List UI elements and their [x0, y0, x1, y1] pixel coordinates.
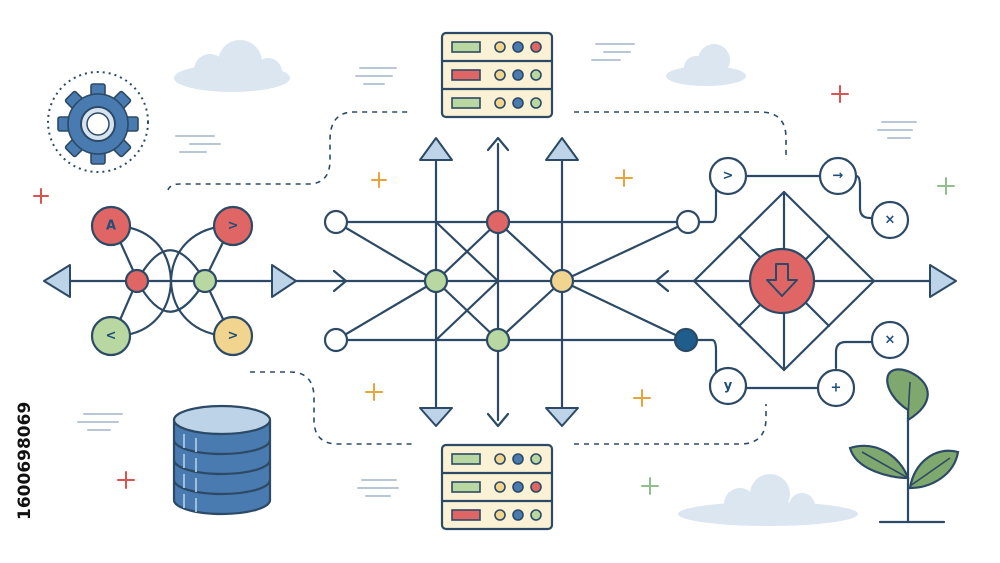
left-node-forward-2: >	[212, 315, 254, 357]
node-label: ×	[885, 213, 896, 228]
left-node-back: <	[90, 315, 132, 357]
right-node-y: y	[708, 366, 748, 406]
node-label: +	[831, 381, 842, 396]
watermark-id-text: 1600698069	[15, 402, 35, 520]
right-node-plus: +	[816, 368, 856, 408]
cloud-top-left	[174, 40, 290, 92]
download-icon	[748, 247, 816, 315]
node-label: y	[724, 379, 733, 394]
node-label: >	[228, 329, 239, 344]
dashed-connectors	[167, 111, 787, 445]
right-node-arrow: →	[818, 156, 858, 196]
node-label: A	[106, 219, 116, 234]
node-outline-left-top	[323, 209, 349, 235]
left-node-forward: >	[212, 205, 254, 247]
plus-signs	[33, 85, 955, 495]
node-outline-right-top	[675, 209, 701, 235]
node-green-center-left	[423, 268, 449, 294]
left-hub-green	[192, 268, 218, 294]
gear-icon	[47, 71, 149, 173]
watermark-id: 1600698069	[15, 402, 35, 520]
node-outline-left-bottom	[323, 327, 349, 353]
node-label: >	[723, 169, 734, 184]
node-yellow-center-right	[549, 268, 575, 294]
node-label: ×	[885, 333, 896, 348]
node-red-center-top	[485, 209, 511, 235]
node-green-center-bottom	[485, 327, 511, 353]
decorative-dashes	[77, 43, 917, 497]
plant-icon	[848, 368, 960, 524]
right-node-close-top: ×	[870, 200, 910, 240]
left-hub-red	[124, 268, 150, 294]
server-rack-top	[440, 31, 554, 119]
node-label: >	[228, 219, 239, 234]
node-label: <	[106, 329, 117, 344]
cloud-bottom-right	[678, 474, 858, 526]
left-node-a: A	[90, 205, 132, 247]
server-rack-bottom	[440, 443, 554, 531]
node-label: →	[833, 169, 844, 184]
right-node-forward: >	[708, 156, 748, 196]
database-icon	[172, 404, 272, 516]
right-node-close-bottom: ×	[870, 320, 910, 360]
node-dark-right-bottom	[673, 327, 699, 353]
cloud-top-right	[666, 44, 746, 86]
